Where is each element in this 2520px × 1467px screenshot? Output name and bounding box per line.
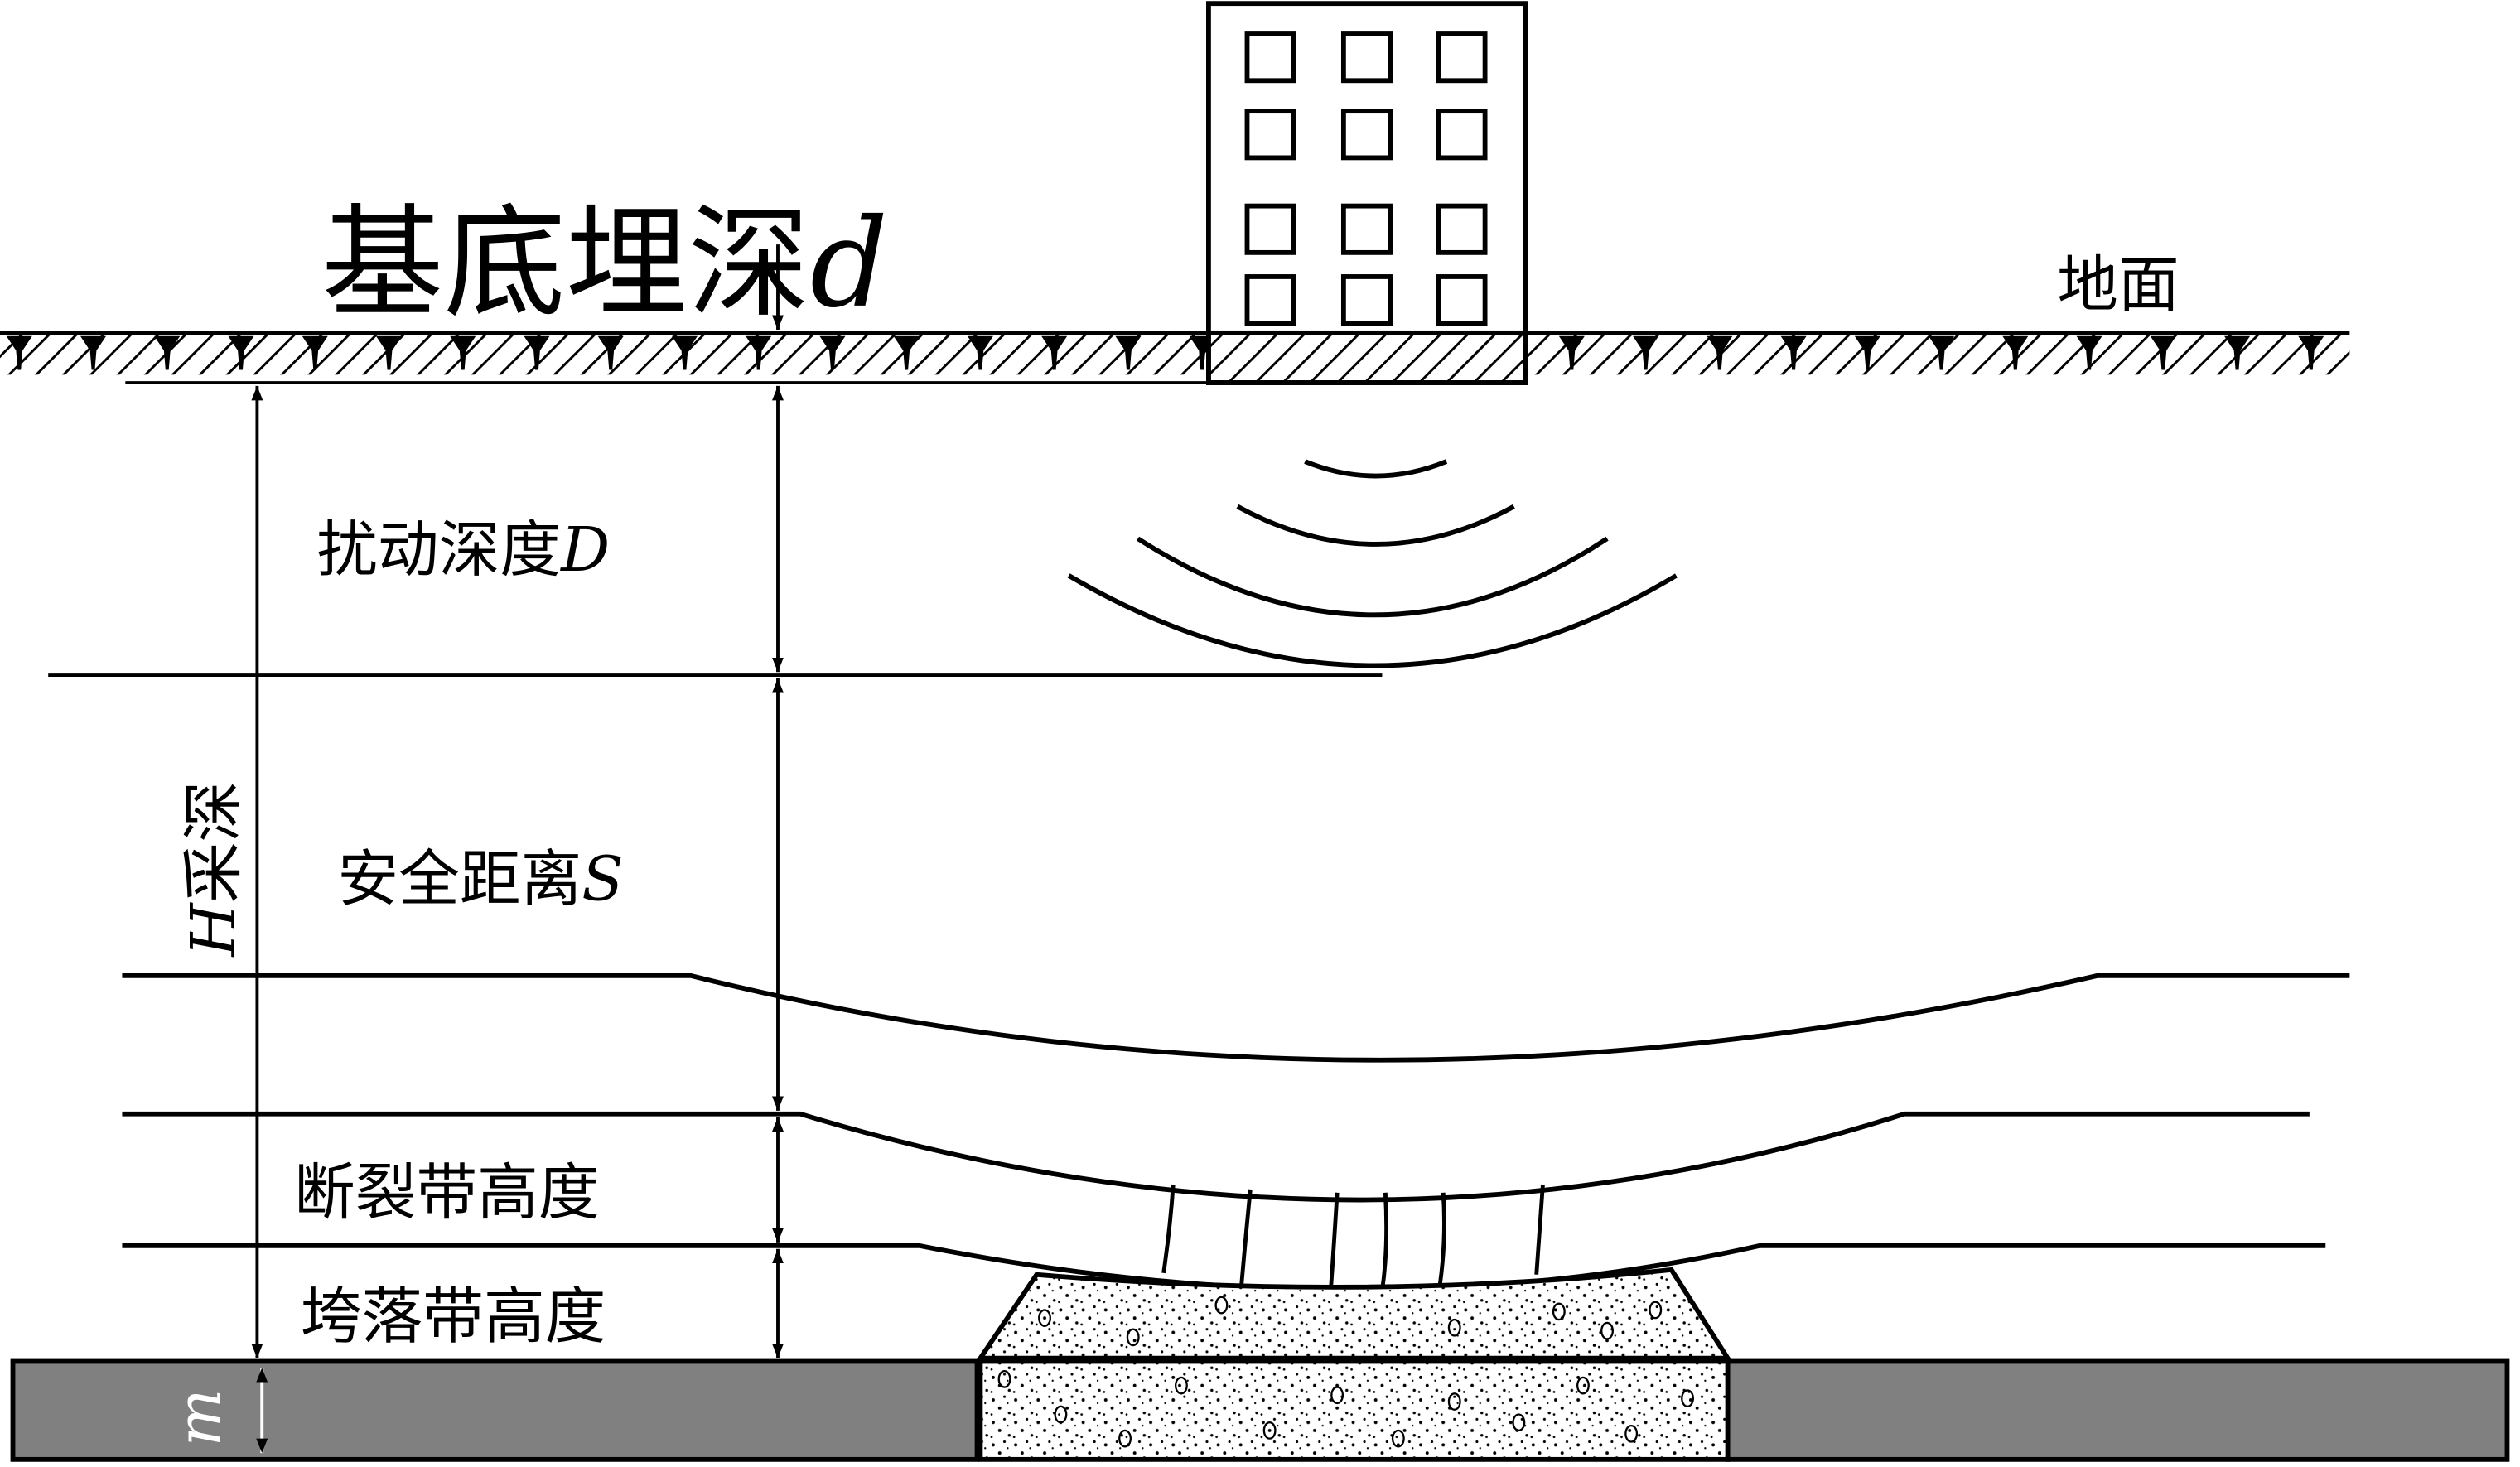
window-icon [1340,31,1393,84]
ground-tuft-icon [228,335,254,370]
rock-chunk-icon [1174,1376,1188,1395]
window-icon [1244,109,1296,161]
ground-tuft-icon [1633,335,1659,370]
rock-chunk-icon [1126,1328,1140,1347]
ground-tuft-icon [2298,335,2324,370]
ground-tuft-icon [2076,335,2102,370]
goaf-caved-zone [975,1267,1732,1361]
rock-chunk-icon [1576,1376,1590,1395]
coal-seam [10,1296,2510,1462]
ground-tuft-icon [1854,335,1880,370]
rock-chunk-icon [1649,1301,1663,1320]
building [1206,1,1528,385]
ground-tuft-icon [154,335,181,370]
safety-boundary-curve [122,972,2350,1063]
ground-tuft-icon [1929,335,1955,370]
coal-seam-right [1725,1358,2510,1462]
ground-tuft-icon [2224,335,2251,370]
ground-hatch-icon [0,332,2350,375]
rock-chunk-icon [1330,1386,1344,1405]
fracture-lines [1161,1184,1545,1295]
rock-chunk-icon [1214,1296,1229,1315]
ground-surface [0,330,2350,375]
dimension-arrows [251,244,784,1454]
ground-tuft-icon [819,335,846,370]
building-foundation [1206,330,1528,385]
ground-tuft-icon [671,335,698,370]
ground-tufts [6,335,2324,370]
ground-tuft-icon [597,335,624,370]
coal-seam-left [10,1358,980,1462]
rock-chunk-icon [1038,1309,1051,1327]
ground-surface-label: 地面 [2057,250,2179,321]
mining-depth-label: H采深 [179,781,249,958]
ground-tuft-icon [450,335,476,370]
rock-chunk-icon [1262,1421,1277,1440]
window-icon [1340,203,1393,255]
window-icon [1340,109,1393,161]
safety-distance-label: 安全距离S [337,845,623,915]
disturbance-waves-icon [1067,459,1678,668]
caving-zone-height-label: 垮落带高度 [301,1281,606,1352]
rock-chunk-icon [997,1369,1011,1388]
goaf-rock-chunks [997,1296,1695,1448]
ground-tuft-icon [967,335,993,370]
rock-chunk-icon [1681,1389,1695,1407]
ground-tuft-icon [302,335,328,370]
rock-chunk-icon [1552,1302,1566,1321]
ground-tuft-icon [2150,335,2176,370]
seam-thickness-label: m [165,1388,235,1446]
ground-tuft-icon [1041,335,1068,370]
rock-chunk-icon [1447,1318,1461,1337]
ground-tuft-icon [375,335,403,370]
rock-chunk-icon [1054,1405,1068,1424]
window-icon [1244,203,1296,255]
fracture-zone-top-curve [122,1111,2310,1203]
window-icon [1436,274,1488,326]
ground-tuft-icon [80,335,107,370]
rock-chunk-icon [1512,1413,1526,1432]
ground-tuft-icon [2002,335,2029,370]
ground-tuft-icon [746,335,772,370]
rock-chunk-icon [1447,1392,1461,1411]
building-windows [1244,31,1488,326]
window-icon [1436,203,1488,255]
ground-tuft-icon [1707,335,1733,370]
fracture-zone-height-label: 断裂带高度 [294,1158,600,1228]
rock-chunk-icon [1600,1321,1615,1340]
window-icon [1436,31,1488,84]
disturbance-depth-label: 扰动深度D [316,515,610,586]
rock-chunk-icon [1118,1429,1132,1448]
ground-tuft-icon [1780,335,1807,370]
rock-chunk-icon [1391,1429,1405,1448]
strata-curves [122,972,2350,1293]
rock-chunk-icon [1624,1424,1639,1443]
window-icon [1340,274,1393,326]
ground-tuft-icon [6,335,32,370]
window-icon [1244,274,1296,326]
window-icon [1244,31,1296,84]
ground-tuft-icon [1558,335,1585,370]
ground-tuft-icon [1115,335,1142,370]
window-icon [1436,109,1488,161]
ground-tuft-icon [893,335,920,370]
ground-tuft-icon [524,335,550,370]
foundation-depth-label: 基底埋深d [321,192,888,335]
